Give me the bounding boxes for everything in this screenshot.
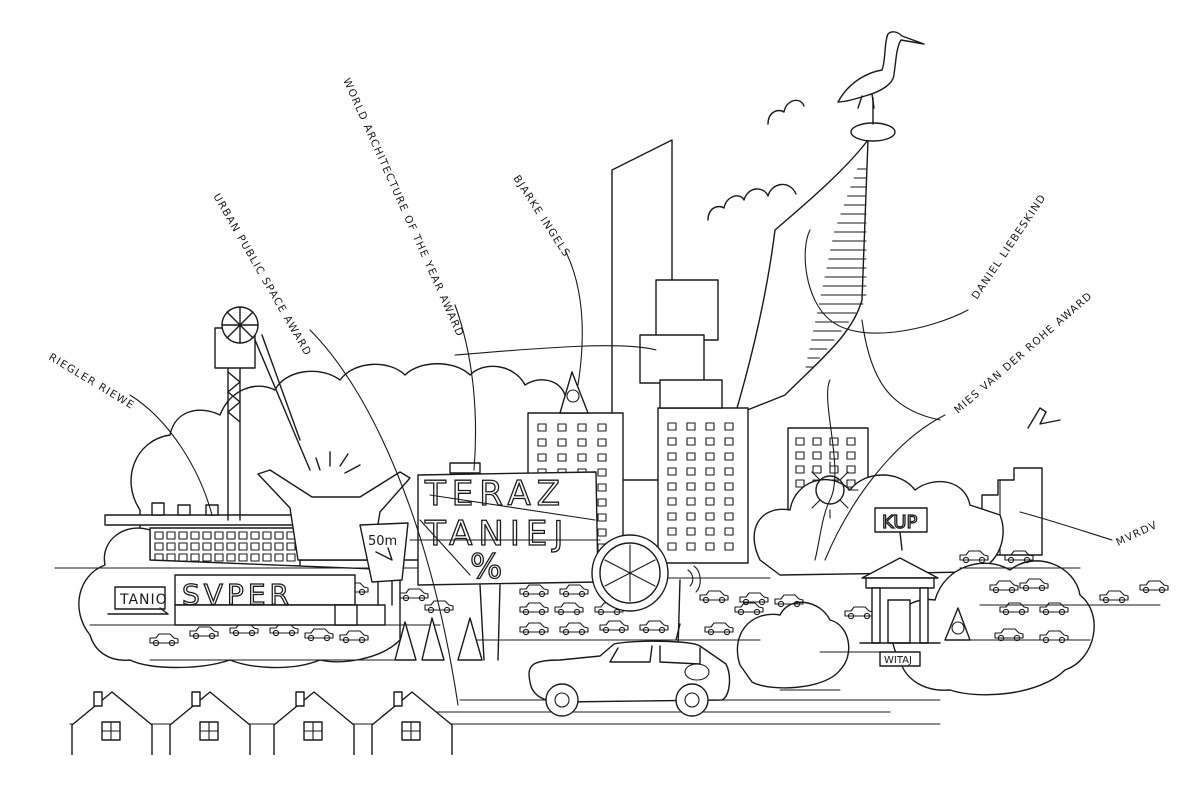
mining-shaft-tower	[214, 306, 311, 521]
residential-block-middle	[657, 407, 749, 564]
bjarke-stacked-boxes	[639, 279, 723, 409]
super-sign: SVPER	[174, 574, 386, 626]
witaj-text: WITAJ	[884, 655, 912, 666]
label-riegler-riewe: RIEGLER RIEWE	[46, 351, 136, 412]
foreground-car	[528, 623, 731, 717]
gnome-bjarke	[559, 371, 589, 414]
houses-row	[71, 691, 453, 755]
billboard-line1: TERAZ	[424, 474, 566, 514]
sky-clouds	[707, 99, 1061, 429]
label-mvrdv: MVRDV	[1114, 519, 1160, 549]
label-world-architecture-award: WORLD ARCHITECTURE OF THE YEAR AWARD	[340, 76, 466, 339]
label-mies-van-der-rohe-award: MIES VAN DER ROHE AWARD	[952, 290, 1095, 417]
label-daniel-liebeskind: DANIEL LIEBESKIND	[970, 192, 1049, 302]
roundabout	[591, 534, 669, 612]
tanio-sign: TANIO	[107, 586, 169, 615]
annotation-leaders	[129, 229, 1113, 706]
gnomes-left	[394, 617, 483, 661]
kup-sign: KUP	[874, 507, 928, 551]
stork-weathervane	[837, 31, 925, 109]
super-text: SVPER	[182, 578, 293, 611]
teraz-taniej-billboard: TERAZ TANIEJ %	[409, 462, 601, 661]
radio-antenna	[677, 565, 701, 651]
stadium-building	[104, 502, 301, 567]
witaj-temple: WITAJ	[859, 557, 941, 667]
label-bjarke-ingels: BJARKE INGELS	[510, 173, 572, 259]
distance-text: 50m	[368, 534, 397, 549]
tall-slab-tower	[611, 139, 673, 481]
billboard-percent: %	[470, 547, 502, 587]
billboard-line2: TANIEJ	[424, 514, 569, 554]
sun-burst	[811, 461, 859, 519]
tanio-text: TANIO	[119, 592, 168, 608]
gnome-right	[944, 607, 971, 641]
libeskind-curved-tower	[734, 97, 896, 416]
kup-text: KUP	[882, 512, 917, 533]
distance-sign: 50m	[359, 522, 409, 606]
